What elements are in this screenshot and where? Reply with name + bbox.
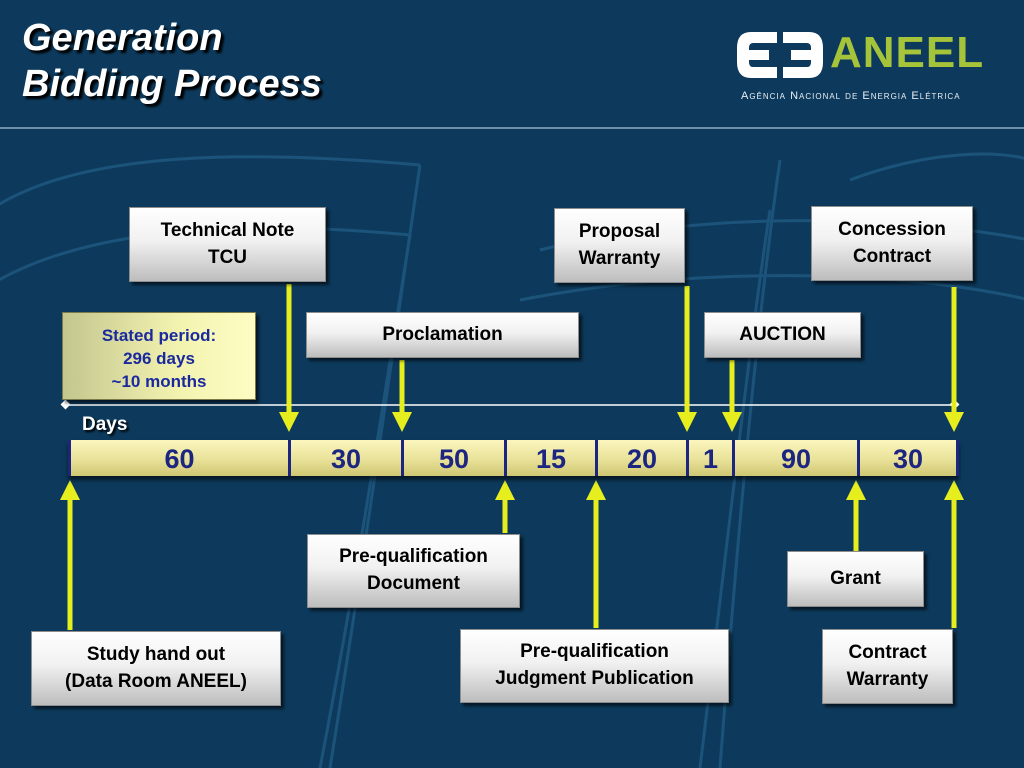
stated-period-line-3: ~10 months — [111, 371, 207, 391]
study-handout-line-1: Study hand out — [86, 643, 226, 665]
timeline-bar: 60 30 50 15 20 1 90 30 — [68, 440, 959, 476]
prequal-judgment-line-1: Pre-qualification — [520, 641, 669, 663]
timeline-segment-5: 20 — [595, 440, 686, 476]
title-line-2: Bidding Process — [22, 62, 322, 105]
concession-contract-box: Concession Contract — [811, 206, 973, 281]
grant-box: Grant — [787, 551, 924, 607]
prequal-document-line-1: Pre-qualification — [339, 546, 488, 568]
timeline-segment-2: 30 — [288, 440, 401, 476]
technical-note-box: Technical Note TCU — [129, 207, 326, 282]
timeline-segment-6: 1 — [686, 440, 732, 476]
auction-box: AUCTION — [704, 312, 861, 358]
stated-period-line-2: 296 days — [123, 348, 195, 368]
auction-label: AUCTION — [739, 323, 826, 345]
contract-warranty-line-1: Contract — [848, 641, 927, 663]
days-label: Days — [82, 414, 128, 435]
concession-contract-line-2: Contract — [852, 245, 932, 267]
stated-period-box: Stated period: 296 days ~10 months — [62, 312, 256, 400]
page-title: Generation Bidding Process — [22, 16, 322, 107]
timeline-segment-7: 90 — [732, 440, 857, 476]
study-handout-line-2: (Data Room ANEEL) — [65, 670, 247, 692]
prequal-document-box: Pre-qualification Document — [307, 534, 520, 608]
contract-warranty-box: Contract Warranty — [822, 629, 953, 704]
timeline-segment-1: 60 — [68, 440, 288, 476]
proposal-warranty-line-2: Warranty — [578, 247, 661, 269]
proposal-warranty-box: Proposal Warranty — [554, 208, 685, 283]
stated-period-line-1: Stated period: — [101, 326, 217, 345]
contract-warranty-line-2: Warranty — [846, 668, 929, 690]
aneel-logo: ANEEL Agência Nacional de Energia Elétri… — [735, 28, 995, 108]
logo-word: ANEEL — [830, 28, 985, 77]
prequal-judgment-box: Pre-qualification Judgment Publication — [460, 629, 729, 703]
timeline-segment-3: 50 — [401, 440, 504, 476]
prequal-judgment-line-2: Judgment Publication — [495, 668, 694, 689]
prequal-document-line-2: Document — [367, 573, 460, 594]
ee-logo-icon — [737, 32, 823, 78]
proclamation-label: Proclamation — [382, 323, 503, 345]
timeline-segment-8: 30 — [857, 440, 959, 476]
title-line-1: Generation — [22, 17, 223, 59]
timeline-segment-4: 15 — [504, 440, 595, 476]
concession-contract-line-1: Concession — [838, 218, 946, 240]
technical-note-line-1: Technical Note — [160, 219, 295, 241]
proclamation-box: Proclamation — [306, 312, 579, 358]
technical-note-line-2: TCU — [207, 246, 248, 268]
grant-label: Grant — [830, 567, 881, 589]
logo-subtitle: Agência Nacional de Energia Elétrica — [741, 90, 961, 102]
study-handout-box: Study hand out (Data Room ANEEL) — [31, 631, 281, 706]
proposal-warranty-line-1: Proposal — [578, 220, 661, 242]
